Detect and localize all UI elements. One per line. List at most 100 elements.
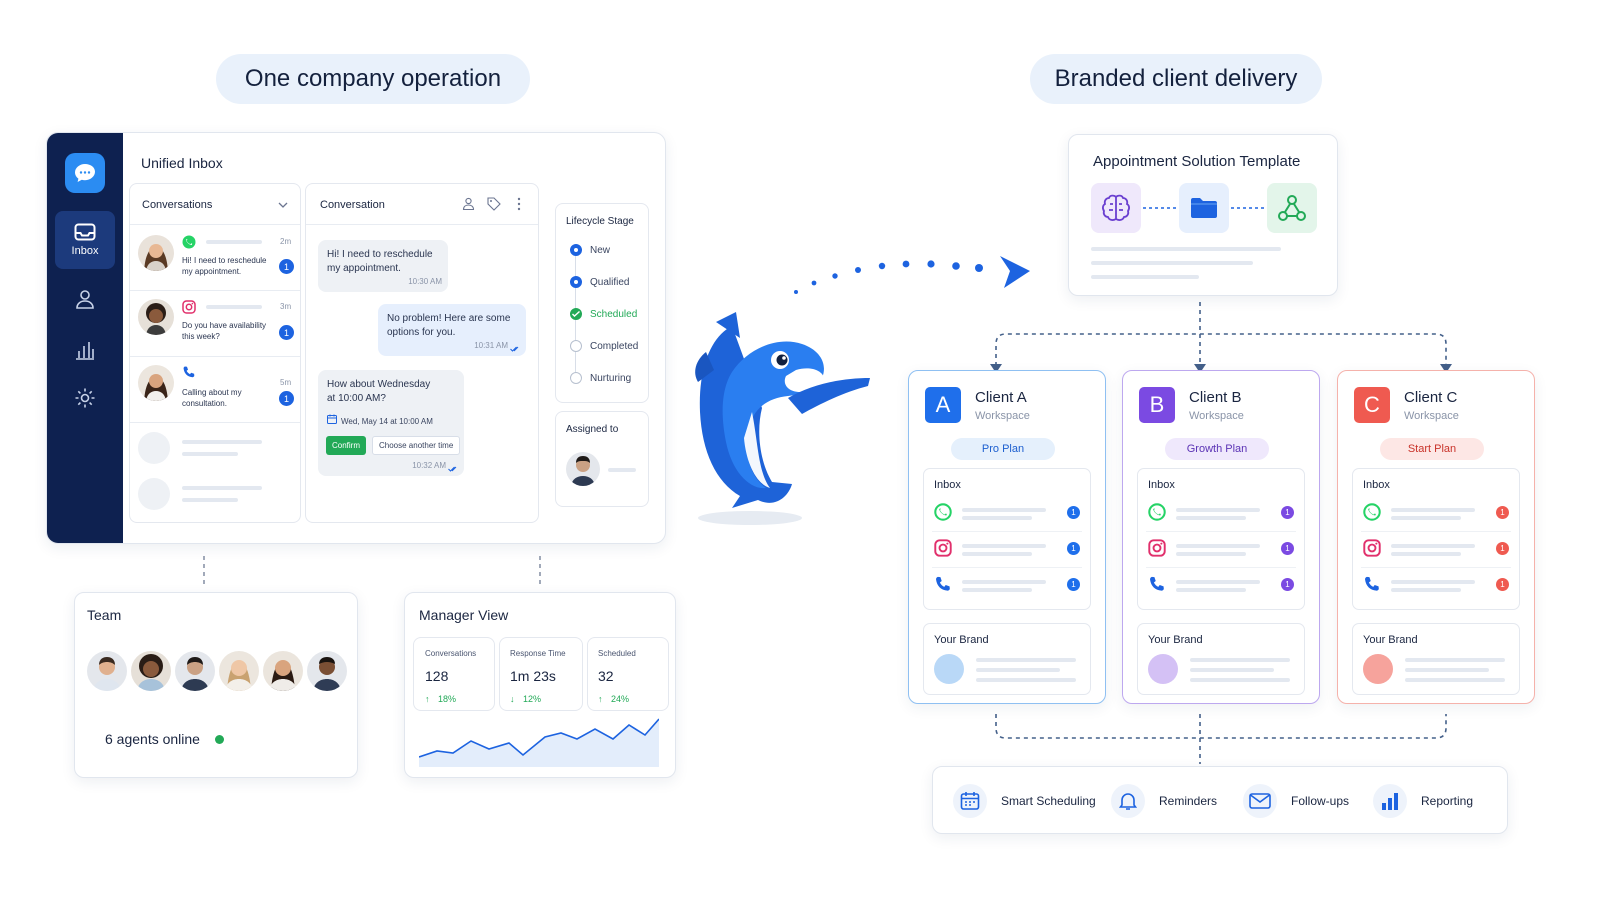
template-title: Appointment Solution Template bbox=[1093, 153, 1301, 170]
avatar[interactable] bbox=[131, 651, 171, 691]
conversations-panel: Conversations 2m Hi! I need to reschedul… bbox=[129, 183, 301, 523]
stat-scheduled[interactable]: Scheduled 32 ↑ 24% bbox=[587, 637, 669, 711]
conversation-item-2[interactable]: 3m Do you have availability this week? 1 bbox=[130, 291, 300, 356]
channel-row[interactable] bbox=[1148, 539, 1166, 562]
manager-title: Manager View bbox=[419, 607, 509, 623]
instagram-icon bbox=[182, 300, 196, 314]
client-subtitle: Workspace bbox=[1404, 410, 1459, 422]
feature-follow-ups[interactable]: Follow-ups bbox=[1243, 784, 1349, 818]
unified-inbox-window: Inbox Unified Inbox Conversations 2m Hi!… bbox=[46, 132, 666, 544]
channel-row[interactable] bbox=[1148, 503, 1166, 526]
assignee-avatar[interactable] bbox=[566, 452, 600, 486]
message-text: No problem! Here are some options for yo… bbox=[387, 313, 511, 338]
team-title: Team bbox=[87, 607, 122, 623]
unread-badge: 1 bbox=[279, 259, 294, 274]
user-icon[interactable] bbox=[462, 197, 475, 210]
unread-badge: 1 bbox=[1281, 506, 1294, 519]
chevron-down-icon[interactable] bbox=[278, 201, 288, 209]
template-card: Appointment Solution Template bbox=[1068, 134, 1338, 296]
channel-row[interactable] bbox=[1363, 575, 1381, 598]
agents-online-text: 6 agents online bbox=[105, 731, 200, 747]
whatsapp-icon bbox=[1148, 503, 1166, 521]
chat-logo-icon[interactable] bbox=[65, 153, 105, 193]
stage-new[interactable]: New bbox=[590, 245, 611, 256]
stage-dot-active bbox=[570, 276, 582, 288]
stage-completed[interactable]: Completed bbox=[590, 341, 639, 352]
plan-badge: Start Plan bbox=[1380, 438, 1484, 460]
unread-badge: 1 bbox=[1067, 542, 1080, 555]
avatar bbox=[138, 365, 174, 401]
stage-nurturing[interactable]: Nurturing bbox=[590, 373, 632, 384]
folder-icon[interactable] bbox=[1179, 183, 1229, 233]
page-title: Unified Inbox bbox=[141, 155, 223, 171]
avatar[interactable] bbox=[87, 651, 127, 691]
avatar[interactable] bbox=[307, 651, 347, 691]
instagram-icon bbox=[934, 539, 952, 557]
unread-badge: 1 bbox=[279, 391, 294, 406]
avatar[interactable] bbox=[263, 651, 303, 691]
conversation-item-1[interactable]: 2m Hi! I need to reschedule my appointme… bbox=[130, 225, 300, 290]
client-name: Client C bbox=[1404, 389, 1458, 406]
stat-value: 1m 23s bbox=[510, 668, 556, 684]
contacts-icon[interactable] bbox=[73, 287, 97, 311]
section-header-right: Branded client delivery bbox=[1030, 54, 1322, 104]
confirm-button[interactable]: Confirm bbox=[326, 436, 367, 455]
channel-row[interactable] bbox=[1148, 575, 1166, 598]
read-receipt-icon bbox=[448, 466, 457, 472]
feature-reminders[interactable]: Reminders bbox=[1111, 784, 1217, 818]
brand-avatar bbox=[1148, 654, 1178, 684]
choose-another-time-button[interactable]: Choose another time bbox=[372, 436, 461, 455]
workflow-icon[interactable] bbox=[1267, 183, 1317, 233]
conversation-panel: Conversation Hi! I need to reschedule my… bbox=[305, 183, 539, 523]
feature-smart-scheduling[interactable]: Smart Scheduling bbox=[953, 784, 1096, 818]
message-text: Hi! I need to reschedule my appointment. bbox=[327, 249, 433, 274]
stat-conversations[interactable]: Conversations 128 ↑ 18% bbox=[413, 637, 495, 711]
channel-row[interactable] bbox=[1363, 503, 1381, 526]
conversation-preview: Hi! I need to reschedule my appointment. bbox=[182, 256, 267, 276]
bell-icon bbox=[1111, 784, 1145, 818]
avatar[interactable] bbox=[175, 651, 215, 691]
client-brand: Your Brand bbox=[923, 623, 1091, 695]
conversation-time: 2m bbox=[280, 237, 292, 246]
avatar bbox=[138, 299, 174, 335]
brain-icon[interactable] bbox=[1091, 183, 1141, 233]
brand-label: Your Brand bbox=[1148, 634, 1203, 646]
conversation-item-3[interactable]: 5m Calling about my consultation. 1 bbox=[130, 357, 300, 422]
feature-reporting[interactable]: Reporting bbox=[1373, 784, 1473, 818]
channel-row[interactable] bbox=[934, 575, 952, 598]
channel-row[interactable] bbox=[934, 539, 952, 562]
client-name: Client A bbox=[975, 389, 1027, 406]
channel-row[interactable] bbox=[934, 503, 952, 526]
arrow-up-icon: ↑ bbox=[425, 694, 430, 704]
instagram-icon bbox=[1363, 539, 1381, 557]
stage-dot bbox=[570, 372, 582, 384]
whatsapp-icon bbox=[934, 503, 952, 521]
inbox-label: Inbox bbox=[1148, 479, 1175, 491]
team-card: Team 6 agents online bbox=[74, 592, 358, 778]
phone-icon bbox=[183, 366, 195, 378]
message-incoming: Hi! I need to reschedule my appointment.… bbox=[318, 240, 448, 292]
message-outgoing: No problem! Here are some options for yo… bbox=[378, 304, 526, 356]
stat-delta: 12% bbox=[523, 694, 542, 704]
stat-response-time[interactable]: Response Time 1m 23s ↓ 12% bbox=[499, 637, 583, 711]
stage-qualified[interactable]: Qualified bbox=[590, 277, 630, 288]
channel-row[interactable] bbox=[1363, 539, 1381, 562]
calendar-icon bbox=[953, 784, 987, 818]
inbox-label: Inbox bbox=[934, 479, 961, 491]
unread-badge: 1 bbox=[1496, 506, 1509, 519]
tag-icon[interactable] bbox=[487, 197, 501, 211]
settings-icon[interactable] bbox=[73, 386, 97, 410]
more-vertical-icon[interactable] bbox=[517, 197, 521, 211]
stage-scheduled[interactable]: Scheduled bbox=[590, 309, 638, 320]
unread-badge: 1 bbox=[279, 325, 294, 340]
avatar[interactable] bbox=[219, 651, 259, 691]
nav-inbox[interactable]: Inbox bbox=[55, 211, 115, 269]
analytics-icon[interactable] bbox=[73, 338, 97, 362]
read-receipt-icon bbox=[510, 346, 519, 352]
